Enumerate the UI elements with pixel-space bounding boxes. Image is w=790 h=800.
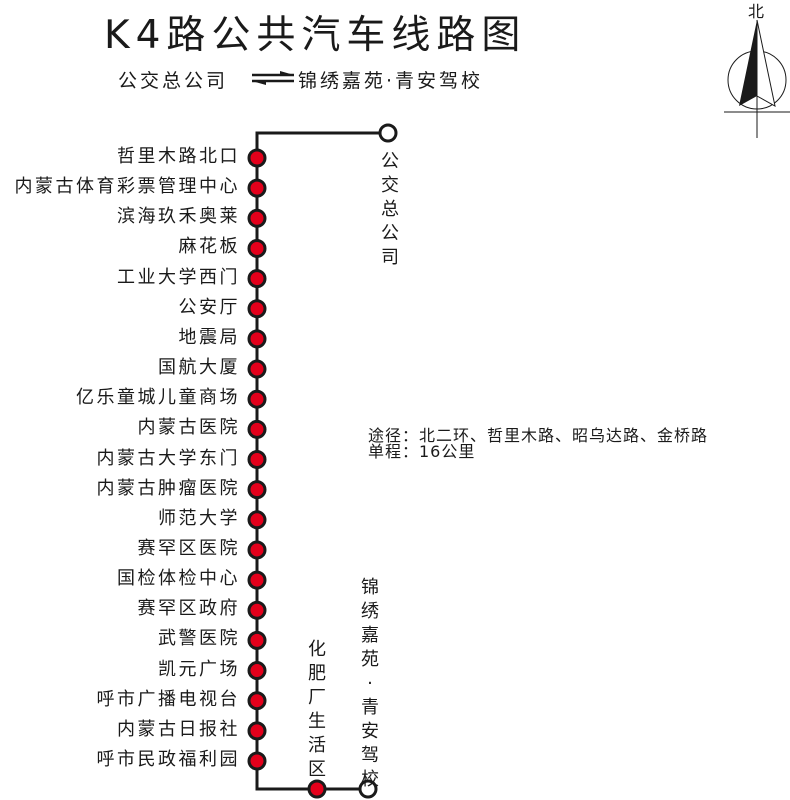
route-length: 单程：16公里 bbox=[368, 442, 476, 461]
direction-from: 公交总公司 bbox=[118, 70, 229, 92]
north-arrow-icon bbox=[724, 19, 790, 138]
stop-marker bbox=[247, 691, 267, 711]
stop-marker bbox=[247, 389, 267, 409]
stop-label: 赛罕区政府 bbox=[137, 598, 240, 620]
map-title: K4路公共汽车线路图 bbox=[104, 13, 527, 58]
stop-marker bbox=[247, 480, 267, 500]
stop-label: 呼市民政福利园 bbox=[96, 749, 240, 770]
stop-label: 内蒙古体育彩票管理中心 bbox=[14, 176, 240, 198]
stop-marker bbox=[247, 661, 267, 681]
stop-label: 内蒙古医院 bbox=[137, 417, 240, 439]
stop-label: 内蒙古大学东门 bbox=[96, 447, 240, 469]
stop-label: 国航大厦 bbox=[158, 357, 240, 379]
stop-marker bbox=[247, 238, 267, 258]
stop-label: 哲里木路北口 bbox=[117, 146, 240, 167]
end-terminal-label: 锦绣嘉苑·青安驾校 bbox=[361, 577, 379, 790]
stop-label: 公安厅 bbox=[178, 296, 240, 318]
stop-label: 麻花板 bbox=[178, 236, 240, 258]
stop-label: 工业大学西门 bbox=[117, 266, 240, 288]
route-via: 途径：北二环、哲里木路、昭乌达路、金桥路 bbox=[368, 426, 709, 445]
stop-label: 内蒙古日报社 bbox=[117, 718, 240, 740]
two-way-arrows-icon bbox=[252, 71, 294, 85]
start-terminal-marker bbox=[378, 123, 398, 143]
stop-marker bbox=[247, 178, 267, 198]
stop-label: 武警医院 bbox=[158, 628, 240, 650]
stop-label: 地震局 bbox=[178, 326, 240, 348]
stop-marker bbox=[247, 600, 267, 620]
stop-marker bbox=[247, 299, 267, 319]
stop-marker bbox=[247, 329, 267, 349]
stop-marker bbox=[247, 359, 267, 379]
stop-label: 师范大学 bbox=[158, 507, 240, 529]
end-terminal-marker bbox=[358, 779, 378, 799]
stop-marker bbox=[247, 148, 267, 168]
stop-marker bbox=[247, 751, 267, 771]
stop-label: 内蒙古肿瘤医院 bbox=[96, 477, 240, 499]
stop-label: 赛罕区医院 bbox=[137, 537, 240, 559]
direction-to: 锦绣嘉苑·青安驾校 bbox=[298, 70, 484, 92]
stop-marker bbox=[307, 779, 327, 799]
stop-marker bbox=[247, 450, 267, 469]
stop-marker bbox=[247, 570, 267, 590]
stop-label: 滨海玖禾奥莱 bbox=[117, 206, 240, 228]
stop-label: 凯元广场 bbox=[158, 658, 240, 680]
stop-marker bbox=[247, 419, 267, 439]
stop-marker bbox=[247, 630, 267, 650]
north-label: 北 bbox=[748, 2, 765, 21]
stop-marker bbox=[247, 540, 267, 560]
stop-label: 亿乐童城儿童商场 bbox=[76, 387, 240, 409]
start-terminal-label: 公交总公司 bbox=[381, 151, 399, 268]
stop-marker bbox=[247, 721, 267, 741]
stop-marker bbox=[247, 269, 267, 289]
stop-marker bbox=[247, 208, 267, 228]
stop-marker bbox=[247, 510, 267, 530]
stop-label: 呼市广播电视台 bbox=[96, 688, 240, 710]
stop-label-huafeichang: 化肥厂生活区 bbox=[308, 639, 326, 780]
stop-label: 国检体检中心 bbox=[117, 568, 240, 590]
